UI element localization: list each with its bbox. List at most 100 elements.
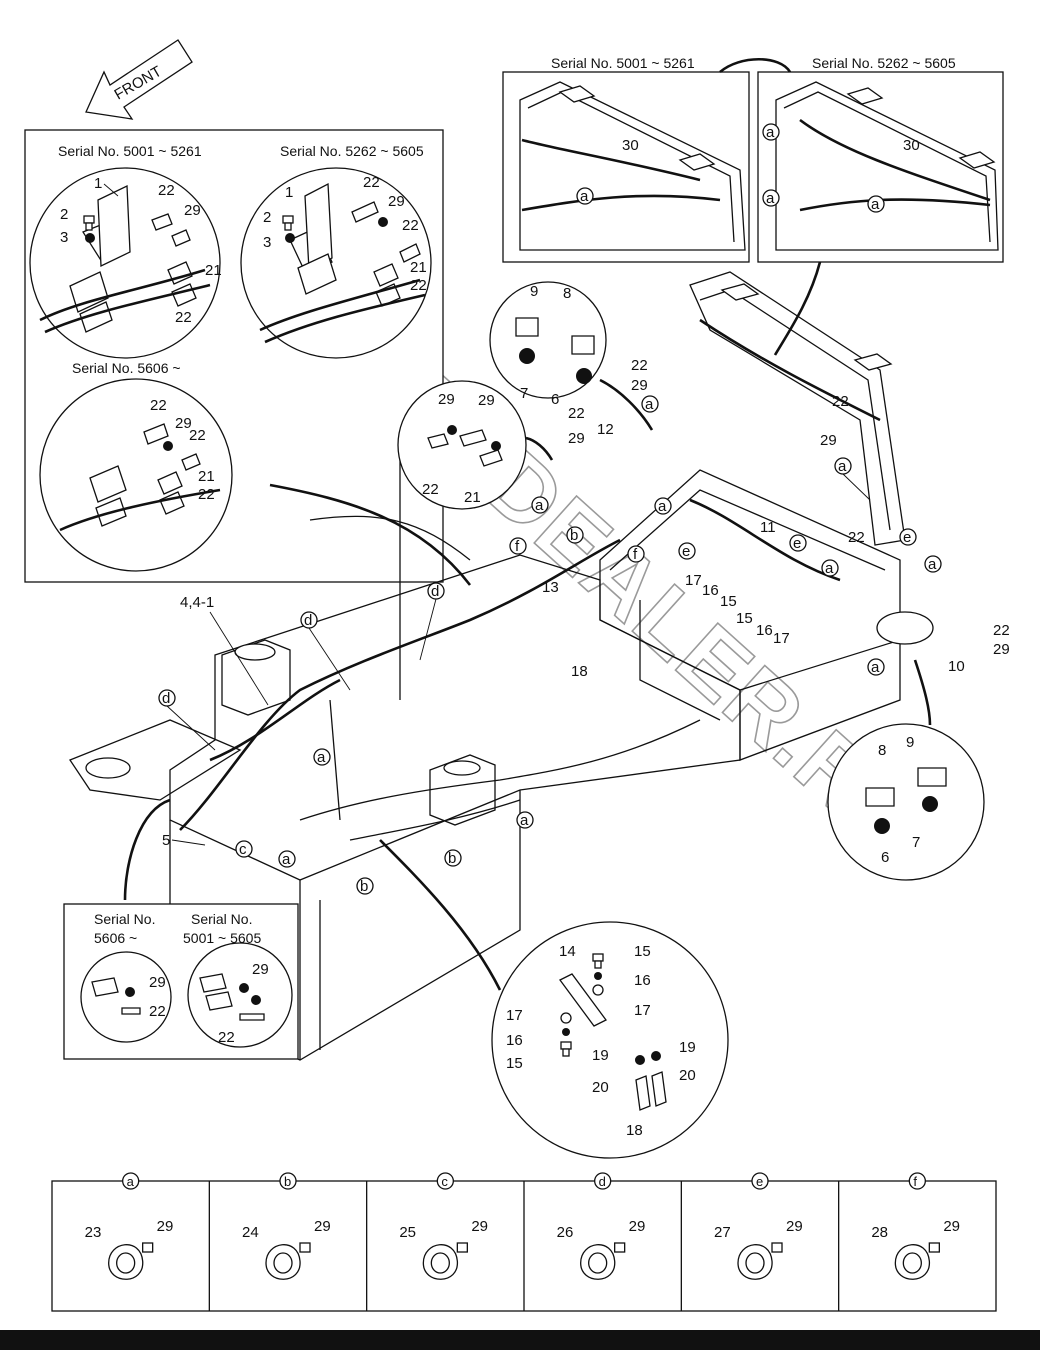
bottom-bar xyxy=(0,1330,1040,1350)
svg-text:20: 20 xyxy=(592,1079,609,1096)
svg-text:f: f xyxy=(515,538,520,555)
svg-text:18: 18 xyxy=(626,1122,643,1139)
svg-text:a: a xyxy=(838,458,847,475)
svg-text:17: 17 xyxy=(506,1007,523,1024)
svg-text:a: a xyxy=(766,124,775,141)
bolt-number: 29 xyxy=(471,1218,488,1235)
serial-label-5001-5261: Serial No. 5001 ~ 5261 xyxy=(58,143,202,159)
clamp-hole xyxy=(430,1252,450,1274)
clamp-hole xyxy=(588,1252,608,1274)
svg-text:22: 22 xyxy=(993,622,1010,639)
svg-text:a: a xyxy=(928,556,937,573)
svg-text:Serial No.: Serial No. xyxy=(191,911,252,927)
svg-text:21: 21 xyxy=(205,262,222,279)
terminal-detail-upper: 9 8 7 6 xyxy=(489,281,654,431)
clamp-number: 27 xyxy=(714,1224,731,1241)
svg-text:a: a xyxy=(871,196,880,213)
svg-text:16: 16 xyxy=(756,622,773,639)
svg-text:b: b xyxy=(570,527,578,544)
svg-text:15: 15 xyxy=(720,593,737,610)
front-arrow: FRONT xyxy=(85,39,193,120)
detail-circle-bracket-c xyxy=(39,378,233,572)
svg-text:12: 12 xyxy=(597,421,614,438)
svg-text:5001 ~ 5605: 5001 ~ 5605 xyxy=(183,930,261,946)
svg-text:a: a xyxy=(645,396,654,413)
bolt xyxy=(142,1242,154,1253)
bolt xyxy=(456,1242,468,1253)
svg-text:e: e xyxy=(793,535,801,552)
svg-text:22: 22 xyxy=(422,481,439,498)
svg-text:3: 3 xyxy=(60,229,68,246)
clamp-hole xyxy=(902,1252,922,1274)
svg-text:16: 16 xyxy=(506,1032,523,1049)
bolt xyxy=(299,1242,311,1253)
svg-text:a: a xyxy=(520,812,529,829)
svg-text:29: 29 xyxy=(993,641,1010,658)
terminal-detail-right: 8 9 6 7 xyxy=(827,659,985,881)
svg-text:19: 19 xyxy=(592,1047,609,1064)
svg-text:5606 ~: 5606 ~ xyxy=(94,930,137,946)
clamp-key-marker xyxy=(436,1172,454,1190)
clamp-number: 25 xyxy=(399,1224,416,1241)
svg-text:22: 22 xyxy=(150,397,167,414)
svg-text:20: 20 xyxy=(679,1067,696,1084)
svg-text:8: 8 xyxy=(878,742,886,759)
svg-text:9: 9 xyxy=(906,734,914,751)
serial-label-hood-5262-5605: Serial No. 5262 ~ 5605 xyxy=(812,55,956,71)
svg-text:22: 22 xyxy=(568,405,585,422)
bolt xyxy=(771,1242,783,1253)
svg-text:30: 30 xyxy=(622,137,639,154)
svg-text:13: 13 xyxy=(542,579,559,596)
bolt-number: 29 xyxy=(943,1218,960,1235)
svg-text:15: 15 xyxy=(736,610,753,627)
serial-label-5606: Serial No. 5606 ~ xyxy=(72,360,181,376)
clamp-key-label: e xyxy=(756,1174,763,1189)
svg-text:a: a xyxy=(282,851,291,868)
svg-text:b: b xyxy=(360,878,368,895)
clamp-hole xyxy=(273,1252,293,1274)
svg-text:29: 29 xyxy=(149,974,166,991)
svg-text:22: 22 xyxy=(402,217,419,234)
detail-box-connector: Serial No. 5606 ~ Serial No. 5001 ~ 5605… xyxy=(63,903,299,1060)
clamp-key-marker xyxy=(122,1172,140,1190)
main-callouts: 4,4-1 5 12 13 18 11 10 17 16 15 15 16 17… xyxy=(158,357,1010,895)
clamp-number: 28 xyxy=(871,1224,888,1241)
clamp-key-label: b xyxy=(284,1174,291,1189)
svg-text:19: 19 xyxy=(679,1039,696,1056)
svg-text:22: 22 xyxy=(158,182,175,199)
detail-circle-bracket-14: 14 15 16 17 17 16 15 19 20 19 20 18 xyxy=(491,921,729,1159)
bolt-number: 29 xyxy=(786,1218,803,1235)
detail-box-hood: Serial No. 5001 ~ 5261 Serial No. 5262 ~… xyxy=(502,55,1004,263)
bolt xyxy=(928,1242,940,1253)
svg-text:29: 29 xyxy=(820,432,837,449)
serial-label-hood-5001-5261: Serial No. 5001 ~ 5261 xyxy=(551,55,695,71)
svg-text:22: 22 xyxy=(189,427,206,444)
svg-text:17: 17 xyxy=(685,572,702,589)
clamp-key-label: a xyxy=(127,1174,135,1189)
clamp-cell-e: e 29 27 xyxy=(680,1172,803,1311)
svg-text:b: b xyxy=(448,850,456,867)
svg-text:22: 22 xyxy=(218,1029,235,1046)
clamp-number: 24 xyxy=(242,1224,259,1241)
svg-text:e: e xyxy=(682,543,690,560)
svg-text:16: 16 xyxy=(634,972,651,989)
svg-text:15: 15 xyxy=(634,943,651,960)
svg-text:3: 3 xyxy=(263,234,271,251)
svg-text:a: a xyxy=(825,560,834,577)
svg-text:29: 29 xyxy=(568,430,585,447)
svg-text:16: 16 xyxy=(702,582,719,599)
svg-text:11: 11 xyxy=(760,519,776,536)
svg-text:29: 29 xyxy=(438,391,455,408)
bolt xyxy=(614,1242,626,1253)
svg-text:1: 1 xyxy=(94,175,102,192)
svg-text:17: 17 xyxy=(773,630,790,647)
svg-text:22: 22 xyxy=(363,174,380,191)
svg-text:7: 7 xyxy=(520,385,528,402)
svg-text:22: 22 xyxy=(848,529,865,546)
bolt-number: 29 xyxy=(157,1218,174,1235)
svg-text:22: 22 xyxy=(832,393,849,410)
svg-text:29: 29 xyxy=(631,377,648,394)
